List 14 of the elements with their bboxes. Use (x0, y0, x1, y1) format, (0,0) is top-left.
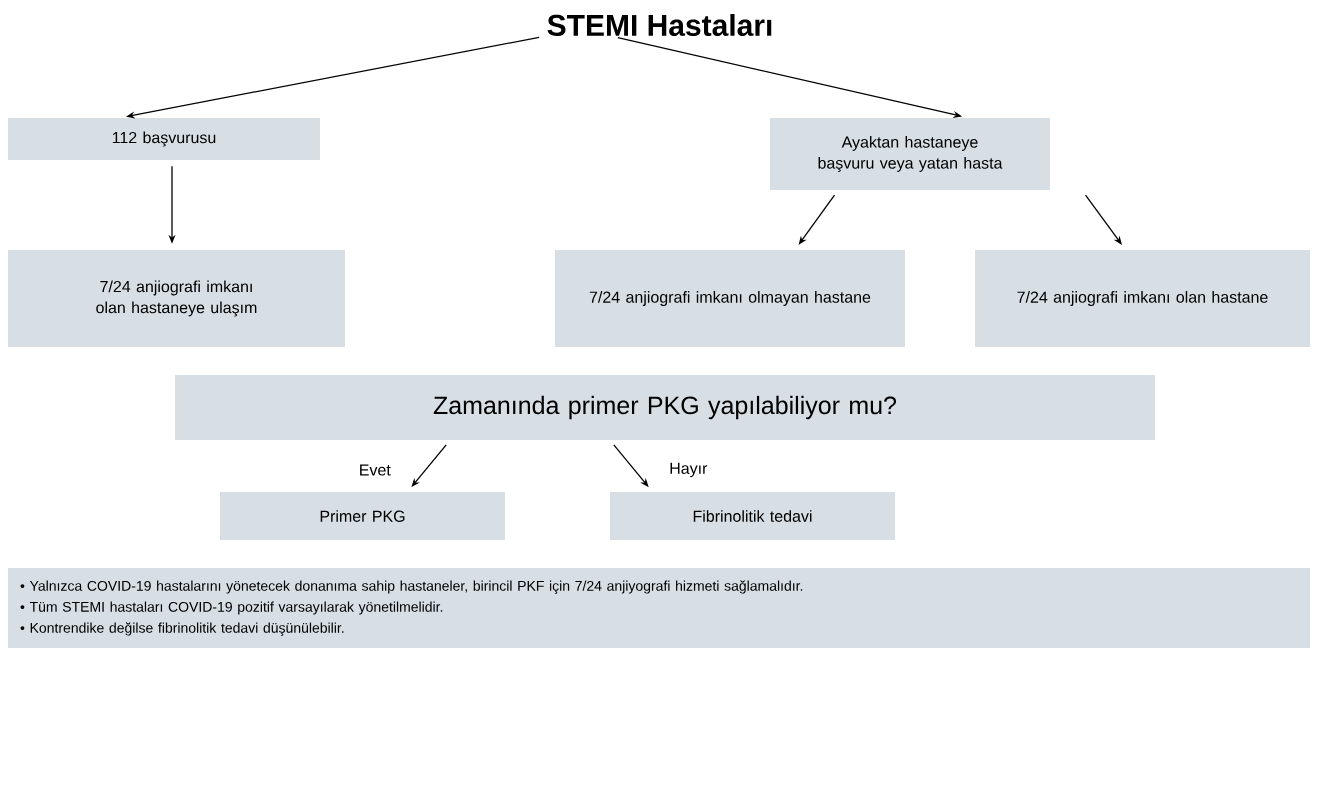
arrow (798, 194, 836, 245)
edge-label: Hayır (670, 462, 708, 478)
edge-label: Evet (360, 464, 391, 476)
process-box: 7/24 anjiografi imkanı olmayan hastane (555, 250, 905, 347)
arrow (1084, 194, 1122, 245)
title-text: STEMI Hastaları (547, 14, 772, 36)
process-box: 112 başvurusu (8, 118, 320, 160)
process-box: Zamanında primer PKG yapılabiliyor mu? (175, 375, 1155, 440)
process-box: 7/24 anjiografi imkanı olan hastane (975, 250, 1310, 347)
process-box: Fibrinolitik tedavi (610, 492, 895, 540)
process-box: 7/24 anjiografi imkanı olan hastaneye ulaşım (8, 250, 345, 347)
note-box: • Yalnızca COVID-19 hastalarını yönetecek donanıma sahip hastaneler, birincil PKF için 7/24 anjiyografi hizmeti sağlamalıdır. • Tüm STEMI hastaları COVID-19 pozitif varsayılarak yönetilmelidir. • Kontrendike değilse fibrinolitik tedavi düşünülebilir. (8, 568, 1310, 648)
process-box: Primer PKG (220, 492, 505, 540)
process-box: Ayaktan hastaneye başvuru veya yatan hasta (770, 118, 1050, 190)
